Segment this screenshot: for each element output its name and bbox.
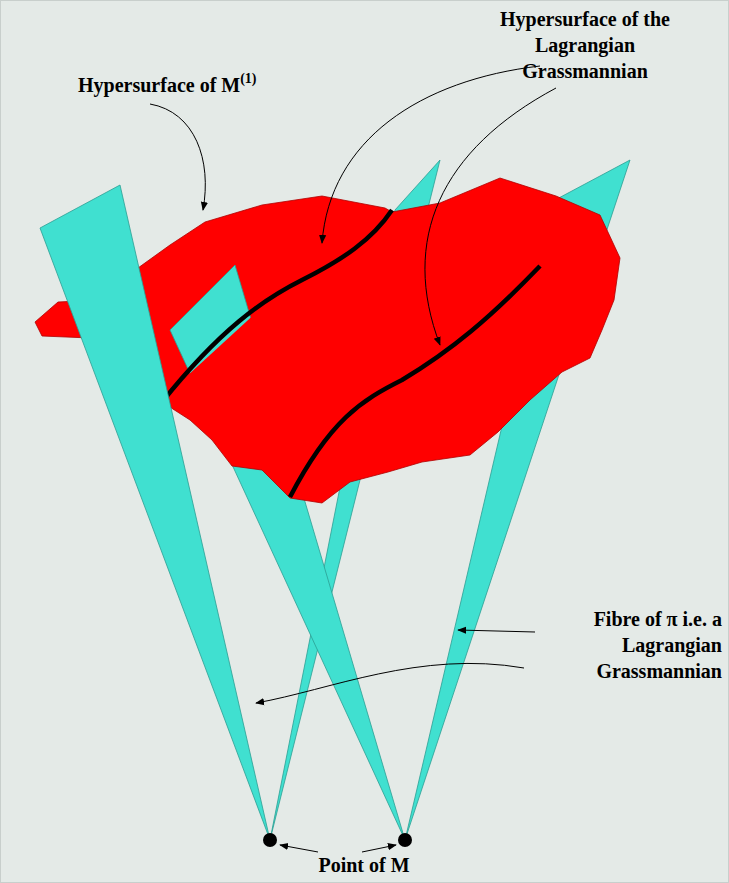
base-point <box>263 833 277 847</box>
grassmannian-curve <box>162 210 392 402</box>
leader-line <box>150 104 205 210</box>
superscript: (1) <box>240 71 256 86</box>
label-block: Hypersurface of the Lagrangian Grassmann… <box>490 6 680 84</box>
grassmannian-curve <box>290 266 540 497</box>
label-block: Point of M <box>264 852 464 878</box>
leader-line <box>256 663 524 703</box>
leader-line <box>458 630 535 632</box>
fibre-arm <box>40 185 270 840</box>
callout-label: Hypersurface of the Lagrangian Grassmann… <box>500 8 670 82</box>
base-point <box>398 833 412 847</box>
label-block: Fibre of π i.e. a Lagrangian Grassmannia… <box>538 606 722 684</box>
callout-label: Fibre of π i.e. a Lagrangian Grassmannia… <box>594 608 722 682</box>
leader-line <box>280 845 318 852</box>
label-block: Hypersurface of M(1) <box>78 66 278 98</box>
leader-line <box>322 66 540 243</box>
callout-label: Point of M <box>318 854 409 876</box>
leader-line <box>425 88 556 345</box>
callout-label: Hypersurface of M <box>78 74 240 96</box>
leader-line <box>362 845 396 852</box>
